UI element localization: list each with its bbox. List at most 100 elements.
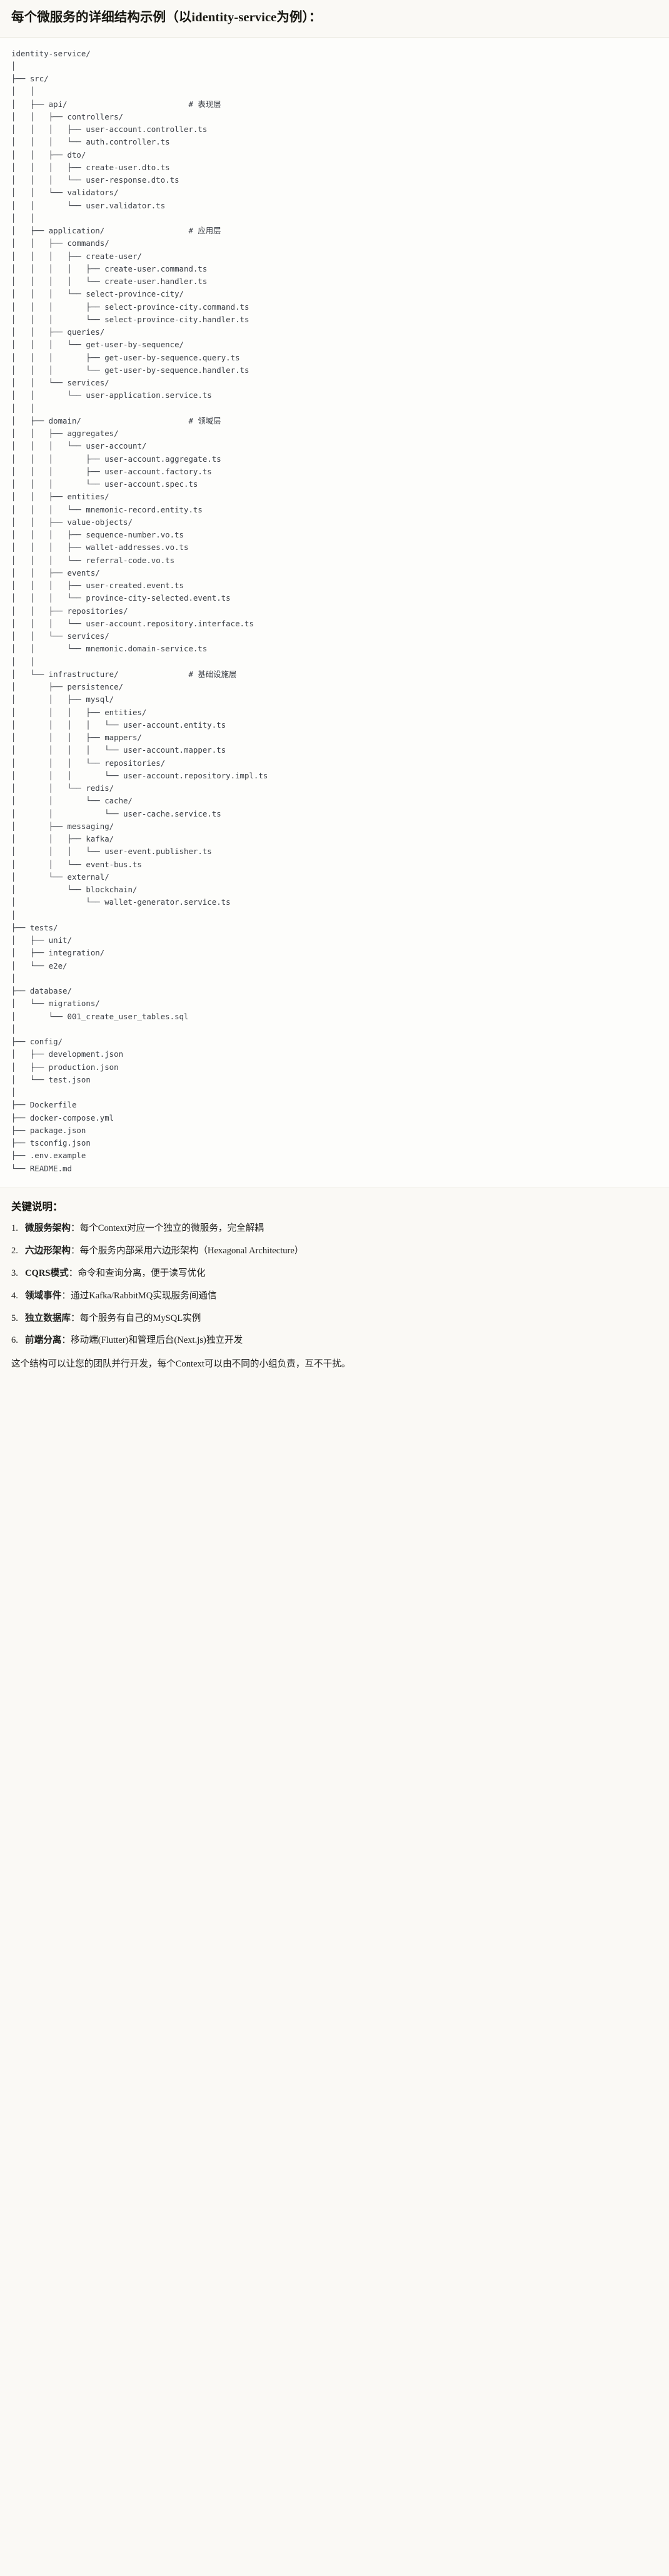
tree-line: │ │ │ └── get-user-by-sequence.handler.t… [11,365,249,375]
document-header: 每个微服务的详细结构示例（以identity-service为例）： [0,0,669,38]
tree-line: │ └── 001_create_user_tables.sql [11,1011,189,1021]
tree-line: ├── database/ [11,986,72,996]
tree-line: ├── package.json [11,1125,86,1135]
tree-line: │ │ │ └── repositories/ [11,758,166,768]
key-note-separator: ： [70,1223,80,1233]
key-note-term: 前端分离 [25,1335,62,1346]
tree-line: │ │ │ ├── user-account.aggregate.ts [11,454,221,464]
tree-line: │ [11,61,16,71]
key-note-description: 通过Kafka/RabbitMQ实现服务间通信 [71,1290,217,1301]
key-note-term: 独立数据库 [25,1313,71,1323]
tree-line: │ │ │ ├── user-account.controller.ts [11,125,208,135]
tree-line: │ │ │ └── user-account.repository.impl.t… [11,770,268,780]
tree-line: │ │ [11,213,35,223]
tree-line: │ │ │ └── mnemonic-record.entity.ts [11,504,203,514]
tree-line: │ │ │ └── auth.controller.ts [11,137,170,147]
tree-line: ├── config/ [11,1037,63,1047]
key-note-separator: ： [68,1268,78,1278]
tree-line: │ │ │ └── user-account.spec.ts [11,479,198,489]
key-note-description: 每个服务内部采用六边形架构（Hexagonal Architecture） [79,1245,304,1256]
tree-line: │ │ ├── aggregates/ [11,429,119,439]
tree-line: │ ├── unit/ [11,935,72,945]
tree-line: │ │ │ └── user-response.dto.ts [11,175,179,185]
tree-line: ├── tsconfig.json [11,1138,91,1148]
key-note-item: 前端分离：移动端(Flutter)和管理后台(Next.js)独立开发 [11,1334,658,1348]
key-note-description: 每个Context对应一个独立的微服务，完全解耦 [79,1223,264,1233]
tree-line: │ │ └── services/ [11,378,109,388]
directory-tree: identity-service/ │ ├── src/ │ │ │ ├── api/ … [11,48,658,1175]
tree-line: │ │ ├── value-objects/ [11,517,133,527]
tree-line: │ └── e2e/ [11,960,68,970]
tree-line: │ ├── integration/ [11,948,105,958]
tree-line: │ │ └── user-cache.service.ts [11,808,221,818]
key-note-item: 独立数据库：每个服务有自己的MySQL实例 [11,1312,658,1326]
directory-tree-content: identity-service/ │ ├── src/ │ │ │ ├── api/ … [11,48,658,1175]
tree-line: │ │ │ │ ├── create-user.command.ts [11,263,208,273]
key-note-description: 每个服务有自己的MySQL实例 [79,1313,201,1323]
tree-line: │ │ ├── kafka/ [11,834,114,844]
tree-line: │ └── external/ [11,872,109,882]
tree-line: │ │ │ ├── create-user.dto.ts [11,162,170,172]
tree-line: ├── src/ [11,74,49,84]
tree-line: │ [11,973,16,983]
tree-line: │ │ └── mnemonic.domain-service.ts [11,644,208,654]
tree-line: │ │ └── services/ [11,631,109,641]
tree-line: │ ├── messaging/ [11,821,114,831]
tree-line: │ │ └── event-bus.ts [11,859,142,869]
key-note-separator: ： [61,1335,71,1346]
tree-line: │ │ │ └── user-account/ [11,441,147,451]
tree-line: │ │ │ ├── select-province-city.command.t… [11,302,249,312]
tree-line: │ │ │ ├── user-created.event.ts [11,581,184,591]
tree-line: ├── docker-compose.yml [11,1112,114,1123]
tree-line: │ ├── development.json [11,1049,124,1059]
tree-line: │ │ │ └── user-event.publisher.ts [11,847,212,857]
tree-line: │ [11,910,16,920]
key-note-item: 六边形架构：每个服务内部采用六边形架构（Hexagonal Architectu… [11,1245,658,1258]
key-note-description: 命令和查询分离，便于读写优化 [78,1268,206,1278]
key-note-term: 微服务架构 [25,1223,71,1233]
tree-line: │ │ │ ├── user-account.factory.ts [11,466,212,476]
tree-line: │ │ │ ├── create-user/ [11,251,142,261]
tree-line: │ ├── api/ # 表现层 [11,99,221,109]
tree-line: │ │ └── user-application.service.ts [11,390,212,400]
tree-line: identity-service/ [11,48,91,58]
key-notes-title: 关键说明： [11,1200,63,1213]
tree-line: │ │ │ │ └── user-account.entity.ts [11,720,226,730]
tree-line: │ │ └── validators/ [11,188,119,198]
tree-line: │ │ │ └── select-province-city/ [11,289,184,299]
tree-line: │ │ ├── events/ [11,568,100,578]
tree-line: └── README.md [11,1163,72,1173]
tree-line: │ └── blockchain/ [11,885,138,895]
tree-line: │ │ │ ├── sequence-number.vo.ts [11,530,184,540]
tree-line: │ ├── persistence/ [11,682,124,692]
tree-line: │ │ │ └── get-user-by-sequence/ [11,340,184,350]
tree-line: │ │ [11,86,35,96]
tree-line: ├── tests/ [11,922,58,932]
tree-line: │ └── test.json [11,1074,91,1084]
tree-line: │ │ │ ├── entities/ [11,707,147,717]
tree-line: │ │ │ │ └── user-account.mapper.ts [11,745,226,755]
tree-line: │ │ │ │ └── create-user.handler.ts [11,277,208,287]
tree-line: │ │ └── cache/ [11,796,133,806]
tree-line: │ │ └── user.validator.ts [11,200,166,210]
tree-line: │ ├── domain/ # 领域层 [11,415,221,425]
tree-line: │ │ ├── mysql/ [11,695,114,705]
tree-line: │ ├── production.json [11,1062,119,1072]
tree-line: │ │ │ └── user-account.repository.interf… [11,618,254,628]
tree-line: │ └── wallet-generator.service.ts [11,897,231,907]
key-note-term: 六边形架构 [25,1245,71,1256]
tree-line: ├── .env.example [11,1151,86,1161]
tree-line: │ │ ├── commands/ [11,238,109,248]
key-note-separator: ： [70,1245,80,1256]
tree-line: │ │ │ └── province-city-selected.event.t… [11,593,231,603]
directory-tree-block: identity-service/ │ ├── src/ │ │ │ ├── api/ … [0,37,669,1188]
key-note-item: 微服务架构：每个Context对应一个独立的微服务，完全解耦 [11,1222,658,1236]
tree-line: │ │ [11,656,35,666]
tree-line: │ │ [11,403,35,413]
tree-line: │ ├── application/ # 应用层 [11,226,221,236]
tree-line: │ └── infrastructure/ # 基础设施层 [11,669,237,679]
document-page: 每个微服务的详细结构示例（以identity-service为例）： ident… [0,0,669,1383]
tree-line: │ └── migrations/ [11,999,100,1009]
tree-line: │ │ ├── dto/ [11,150,86,160]
tree-line: │ │ ├── repositories/ [11,606,128,616]
